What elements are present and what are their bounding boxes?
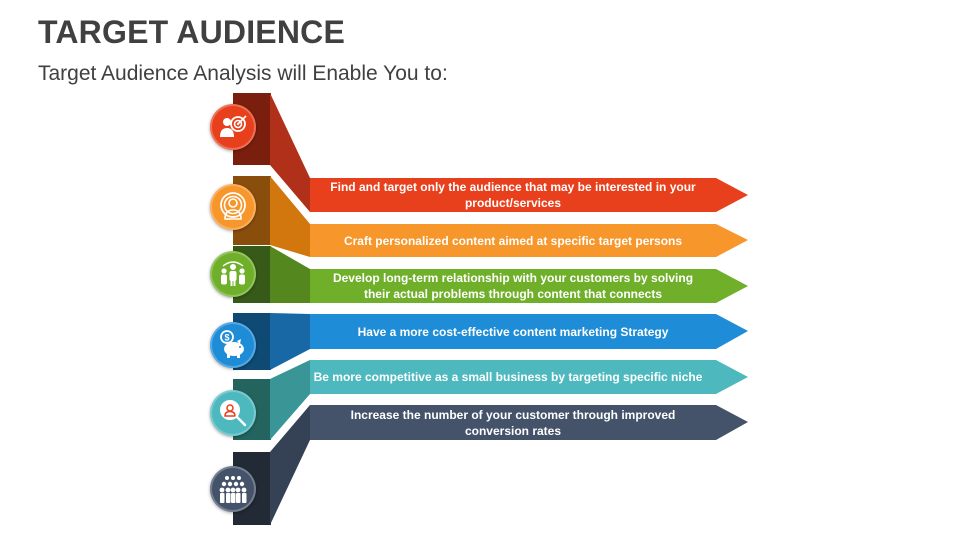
team-group-icon <box>210 251 256 297</box>
item-3-text: Develop long-term relationship with your… <box>332 271 694 301</box>
ribbon-row-2 <box>233 176 748 257</box>
target-person-icon <box>210 104 256 150</box>
item-4-text: Have a more cost-effective content marke… <box>357 324 669 339</box>
arrow-2 <box>310 224 748 257</box>
crowd-icon <box>210 466 256 512</box>
page-subtitle: Target Audience Analysis will Enable You… <box>38 62 448 85</box>
focused-person-icon <box>210 184 256 230</box>
item-6-text: Increase the number of your customer thr… <box>350 407 676 438</box>
search-person-icon <box>210 390 256 436</box>
item-2-text: Craft personalized content aimed at spec… <box>343 233 683 248</box>
arrow-5 <box>310 360 748 394</box>
svg-text:$: $ <box>224 333 229 343</box>
arrow-1 <box>310 178 748 212</box>
arrow-6 <box>310 405 748 440</box>
ribbon-row-6 <box>233 405 748 525</box>
item-5-text: Be more competitive as a small business … <box>313 370 703 384</box>
item-1-text: Find and target only the audience that m… <box>330 180 696 210</box>
arrow-4 <box>310 314 748 349</box>
page-title: TARGET AUDIENCE <box>38 14 345 50</box>
piggy-bank-dollar-icon: $ <box>210 322 256 368</box>
arrow-3 <box>310 269 748 303</box>
